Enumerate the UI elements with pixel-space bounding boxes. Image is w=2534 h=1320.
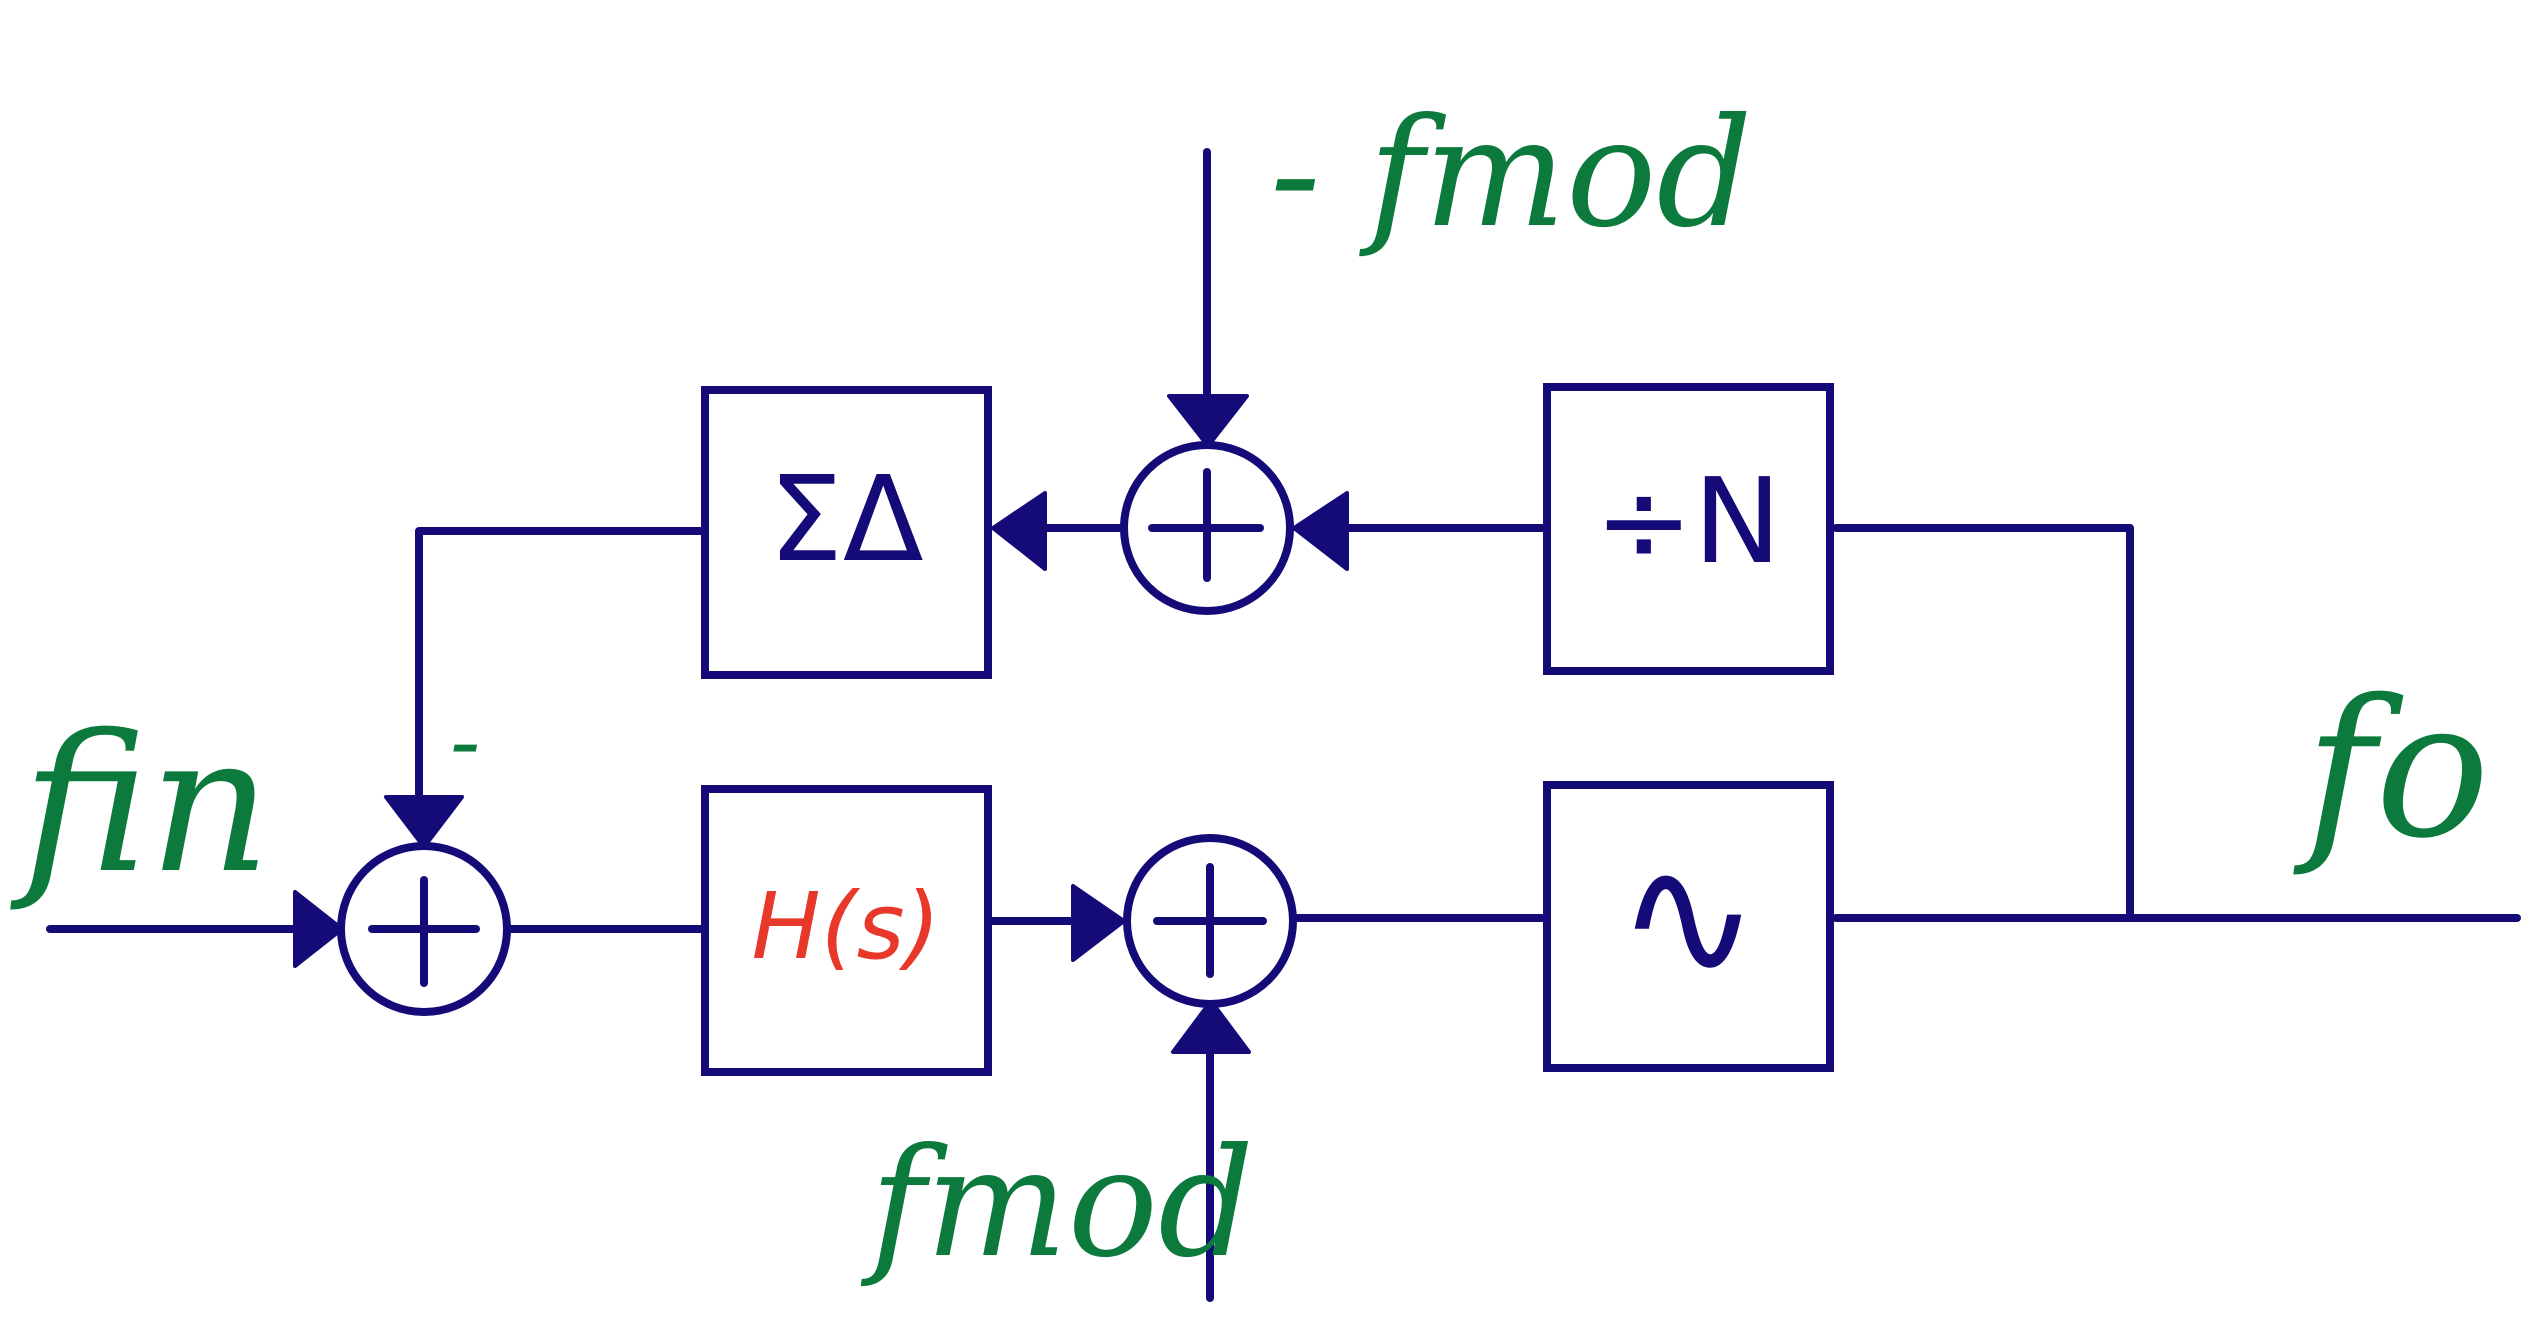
arrow-to-mod-summer: [1071, 884, 1126, 962]
vco-symbol: ∿: [1617, 818, 1759, 1016]
bottom-modulation-label: fmod: [860, 1117, 1254, 1291]
vco-block: ∿: [1543, 781, 1834, 1072]
input-frequency-label: fin: [10, 694, 271, 915]
input-summer: [337, 842, 511, 1016]
wire-sd-to-input-summer: [415, 527, 707, 804]
top-summer: [1120, 441, 1294, 615]
arrow-to-sd: [991, 491, 1047, 571]
output-frequency-label: fo: [2293, 659, 2490, 880]
arrow-top-mod-down: [1167, 394, 1249, 448]
sigma-delta-block: ΣΔ: [701, 386, 992, 679]
mod-summer: [1123, 834, 1297, 1008]
sigma-delta-label: ΣΔ: [768, 450, 923, 588]
top-modulation-label: - fmod: [1270, 87, 1752, 261]
loop-filter-block: H(s): [701, 785, 992, 1076]
arrow-input: [293, 890, 344, 968]
arrow-feedback-down: [384, 795, 464, 849]
arrow-to-top-summer: [1292, 491, 1349, 571]
wire-feedback-tap: [1832, 524, 2134, 922]
divider-block: ÷N: [1543, 383, 1834, 675]
divider-label: ÷N: [1594, 452, 1781, 590]
loop-filter-label: H(s): [752, 873, 941, 980]
feedback-minus-sign: -: [450, 689, 480, 794]
arrow-mod-up: [1171, 999, 1251, 1054]
